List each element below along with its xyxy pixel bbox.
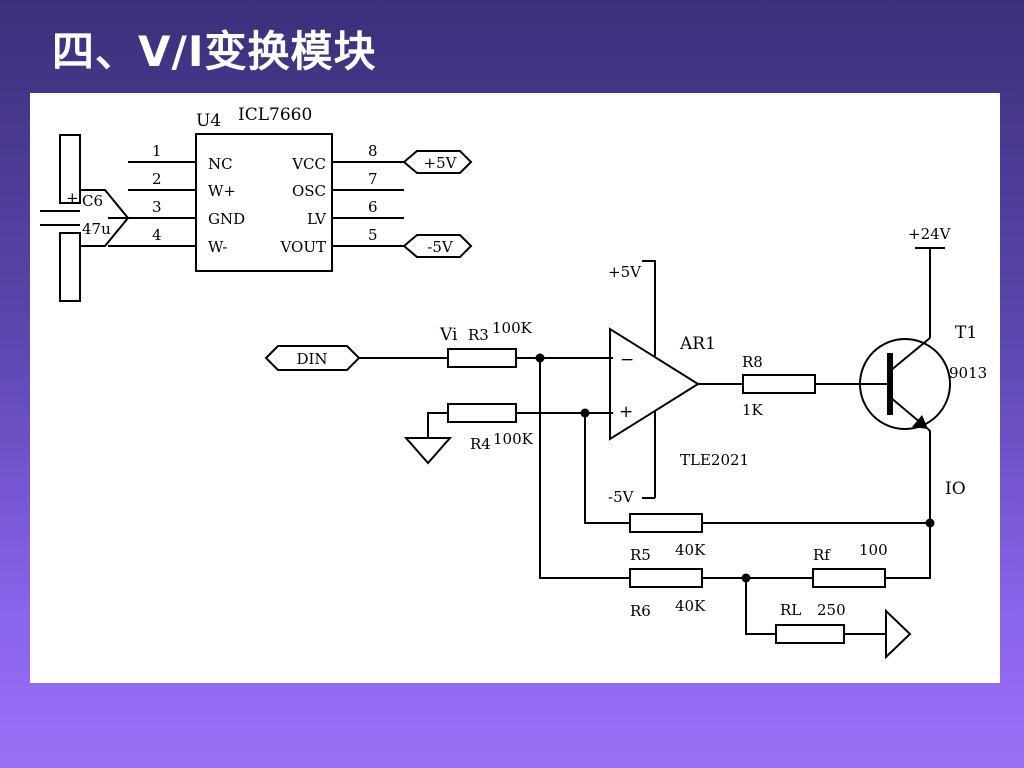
opamp-ar1: − + AR1 TLE2021 +5V -5V (608, 260, 749, 506)
feedback-path (584, 413, 930, 533)
vi-label: Vi (439, 325, 458, 345)
rf-body (812, 568, 886, 588)
vcc-net-label: +5V (424, 154, 458, 172)
rl-value: 250 (817, 601, 846, 619)
ic-pin2-name: W+ (208, 182, 236, 200)
rl-ground-symbol (885, 608, 912, 660)
opamp-minus: − (620, 350, 634, 370)
resistor-r8: R8 1K (742, 353, 890, 419)
schematic-panel: + C6 47u U4 ICL7660 1 2 3 4 NC W+ GND W-… (30, 93, 1000, 683)
r8-ref: R8 (742, 353, 763, 371)
c6-ref: C6 (82, 192, 103, 210)
rf-value: 100 (859, 541, 888, 559)
gnd-wire (427, 412, 448, 438)
r4-body (447, 403, 517, 423)
r8-value: 1K (742, 401, 764, 419)
r6-ref: R6 (630, 602, 651, 620)
ic-pin7-num: 7 (368, 170, 378, 188)
rf-to-io-wire (885, 523, 931, 579)
rl-body (775, 624, 845, 644)
ic-pin7-name: OSC (292, 182, 326, 200)
ic-pin6-name: LV (307, 210, 327, 228)
vout-net-label: -5V (427, 238, 454, 256)
r5-value: 40K (675, 541, 706, 559)
ground-symbol (403, 437, 453, 465)
feedback-resistor-body (629, 513, 703, 533)
opamp-vpos-label: +5V (608, 263, 642, 281)
rl-ref: RL (780, 601, 801, 619)
ic-pin5-name: VOUT (279, 238, 326, 256)
opamp-vneg-label: -5V (608, 488, 635, 506)
r5-ref: R5 (630, 546, 651, 564)
r3-value: 100K (492, 319, 533, 337)
vcc-net-tag (402, 150, 473, 174)
ic-pin3-num: 3 (152, 198, 162, 216)
rf-ref: Rf (813, 546, 831, 564)
ic-pin8-num: 8 (368, 142, 378, 160)
circuit-schematic: + C6 47u U4 ICL7660 1 2 3 4 NC W+ GND W-… (40, 105, 987, 660)
opamp-ref: AR1 (679, 334, 716, 354)
r3-body (447, 348, 517, 368)
minus-down-wire (539, 358, 630, 579)
ic-part: ICL7660 (238, 105, 312, 125)
c6-lower-lead (59, 232, 81, 302)
transistor-collector (889, 337, 931, 372)
ic-pin3-name: GND (208, 210, 245, 228)
lower-network: R5 40K R6 40K Rf 100 RL 250 (539, 358, 931, 660)
r3-ref: R3 (468, 326, 489, 344)
ic-pin5-num: 5 (368, 226, 378, 244)
r8-body (742, 374, 816, 394)
slide-title: 四、V/I变换模块 (52, 27, 377, 76)
c6-upper-lead (59, 134, 81, 204)
ic-ref: U4 (196, 111, 221, 131)
ic-u4: U4 ICL7660 1 2 3 4 NC W+ GND W- 8 7 6 5 … (108, 105, 473, 272)
r4-value: 100K (493, 430, 534, 448)
opamp-vpos-rail (642, 260, 656, 288)
ic-pin1-num: 1 (152, 142, 162, 160)
transistor-circle (859, 338, 951, 430)
io-label: IO (945, 479, 966, 499)
c6-polarity: + (66, 189, 79, 207)
transistor-t1: +24V T1 9013 IO (859, 225, 987, 578)
r4-ref: R4 (470, 435, 491, 453)
ic-pin2-num: 2 (152, 170, 162, 188)
transistor-ref: T1 (955, 323, 977, 343)
r6-value: 40K (675, 597, 706, 615)
vout-net-tag (402, 234, 473, 258)
supply-label: +24V (908, 225, 952, 243)
transistor-part: 9013 (949, 364, 987, 382)
ic-pin1-name: NC (208, 155, 233, 173)
r6-body (629, 568, 703, 588)
ic-pin4-name: W- (208, 238, 227, 256)
ic-pin4-num: 4 (152, 226, 162, 244)
ic-body (195, 133, 333, 272)
ic-pin8-name: VCC (291, 155, 326, 173)
c6-value: 47u (82, 220, 111, 238)
opamp-plus: + (619, 402, 633, 422)
opamp-part: TLE2021 (680, 451, 749, 469)
rl-wire (745, 578, 776, 635)
plus-feedback-wire (584, 413, 630, 524)
input-network: DIN Vi R3 100K R4 100K (264, 319, 613, 465)
din-net-label: DIN (296, 350, 327, 368)
ic-pin6-num: 6 (368, 198, 378, 216)
transistor-emitter-arrow (912, 415, 928, 429)
